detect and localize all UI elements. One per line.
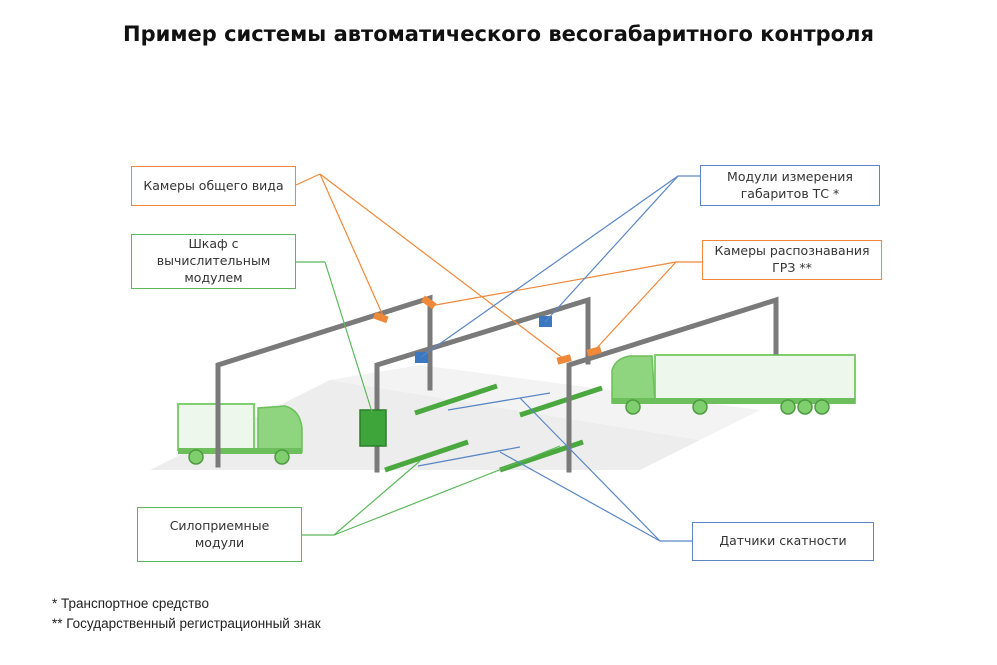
footnote-plate: ** Государственный регистрационный знак — [52, 616, 321, 631]
truck-left-chassis — [178, 448, 302, 454]
truck-right-wheel — [625, 399, 641, 415]
truck-right-wheel — [780, 399, 796, 415]
speed-sensor-strip — [447, 392, 551, 411]
leader-lines-dimension-modules — [420, 175, 700, 358]
label-overview-cameras-text: Камеры общего вида — [143, 177, 284, 193]
leader-lines-overview-cameras — [295, 173, 565, 360]
label-overview-cameras: Камеры общего вида — [131, 166, 296, 206]
truck-right-wheel — [692, 399, 708, 415]
truck-left-wheel — [188, 449, 204, 465]
truck-right-chassis — [612, 398, 855, 404]
truck-left-cab — [257, 405, 303, 453]
gantry-back — [566, 296, 779, 473]
truck-left-wheel — [274, 449, 290, 465]
label-plate-cameras-text: Камеры распознавания ГРЗ ** — [714, 243, 870, 275]
load-module-strip — [414, 383, 498, 416]
label-load-modules-text: Силоприемные модули — [169, 517, 270, 550]
dimension-module — [415, 352, 428, 363]
truck-right-cab — [611, 355, 656, 404]
truck-right-trailer — [654, 354, 856, 404]
label-computer-cabinet: Шкаф с вычислительным модулем — [131, 234, 296, 289]
load-module-strip — [519, 385, 603, 418]
truck-right-wheel — [814, 399, 830, 415]
label-speed-sensors-text: Датчики скатности — [719, 533, 847, 549]
page-title: Пример системы автоматического весогабар… — [123, 22, 874, 46]
plate-camera — [586, 346, 602, 357]
footnotes: * Транспортное средство ** Государственн… — [52, 594, 321, 634]
label-dimension-modules: Модули измерения габаритов ТС * — [700, 165, 880, 206]
label-speed-sensors: Датчики скатности — [692, 522, 874, 561]
leader-lines-speed-sensors — [499, 397, 692, 542]
footnote-vehicle: * Транспортное средство — [52, 596, 209, 611]
label-load-modules: Силоприемные модули — [137, 507, 302, 562]
load-module-strip — [384, 439, 469, 473]
label-plate-cameras: Камеры распознавания ГРЗ ** — [702, 240, 882, 280]
leader-lines-plate-cameras — [429, 261, 702, 352]
overview-camera — [373, 311, 389, 324]
speed-sensor-strip — [417, 446, 521, 467]
truck-right — [611, 354, 856, 415]
truck-right-wheel — [797, 399, 813, 415]
label-dimension-modules-text: Модули измерения габаритов ТС * — [727, 168, 853, 201]
leader-lines-load-modules — [302, 445, 561, 536]
computer-cabinet — [359, 409, 387, 447]
label-computer-cabinet-text: Шкаф с вычислительным модулем — [156, 236, 271, 285]
leader-line-cabinet — [296, 261, 373, 413]
road-surface-far — [330, 365, 760, 440]
